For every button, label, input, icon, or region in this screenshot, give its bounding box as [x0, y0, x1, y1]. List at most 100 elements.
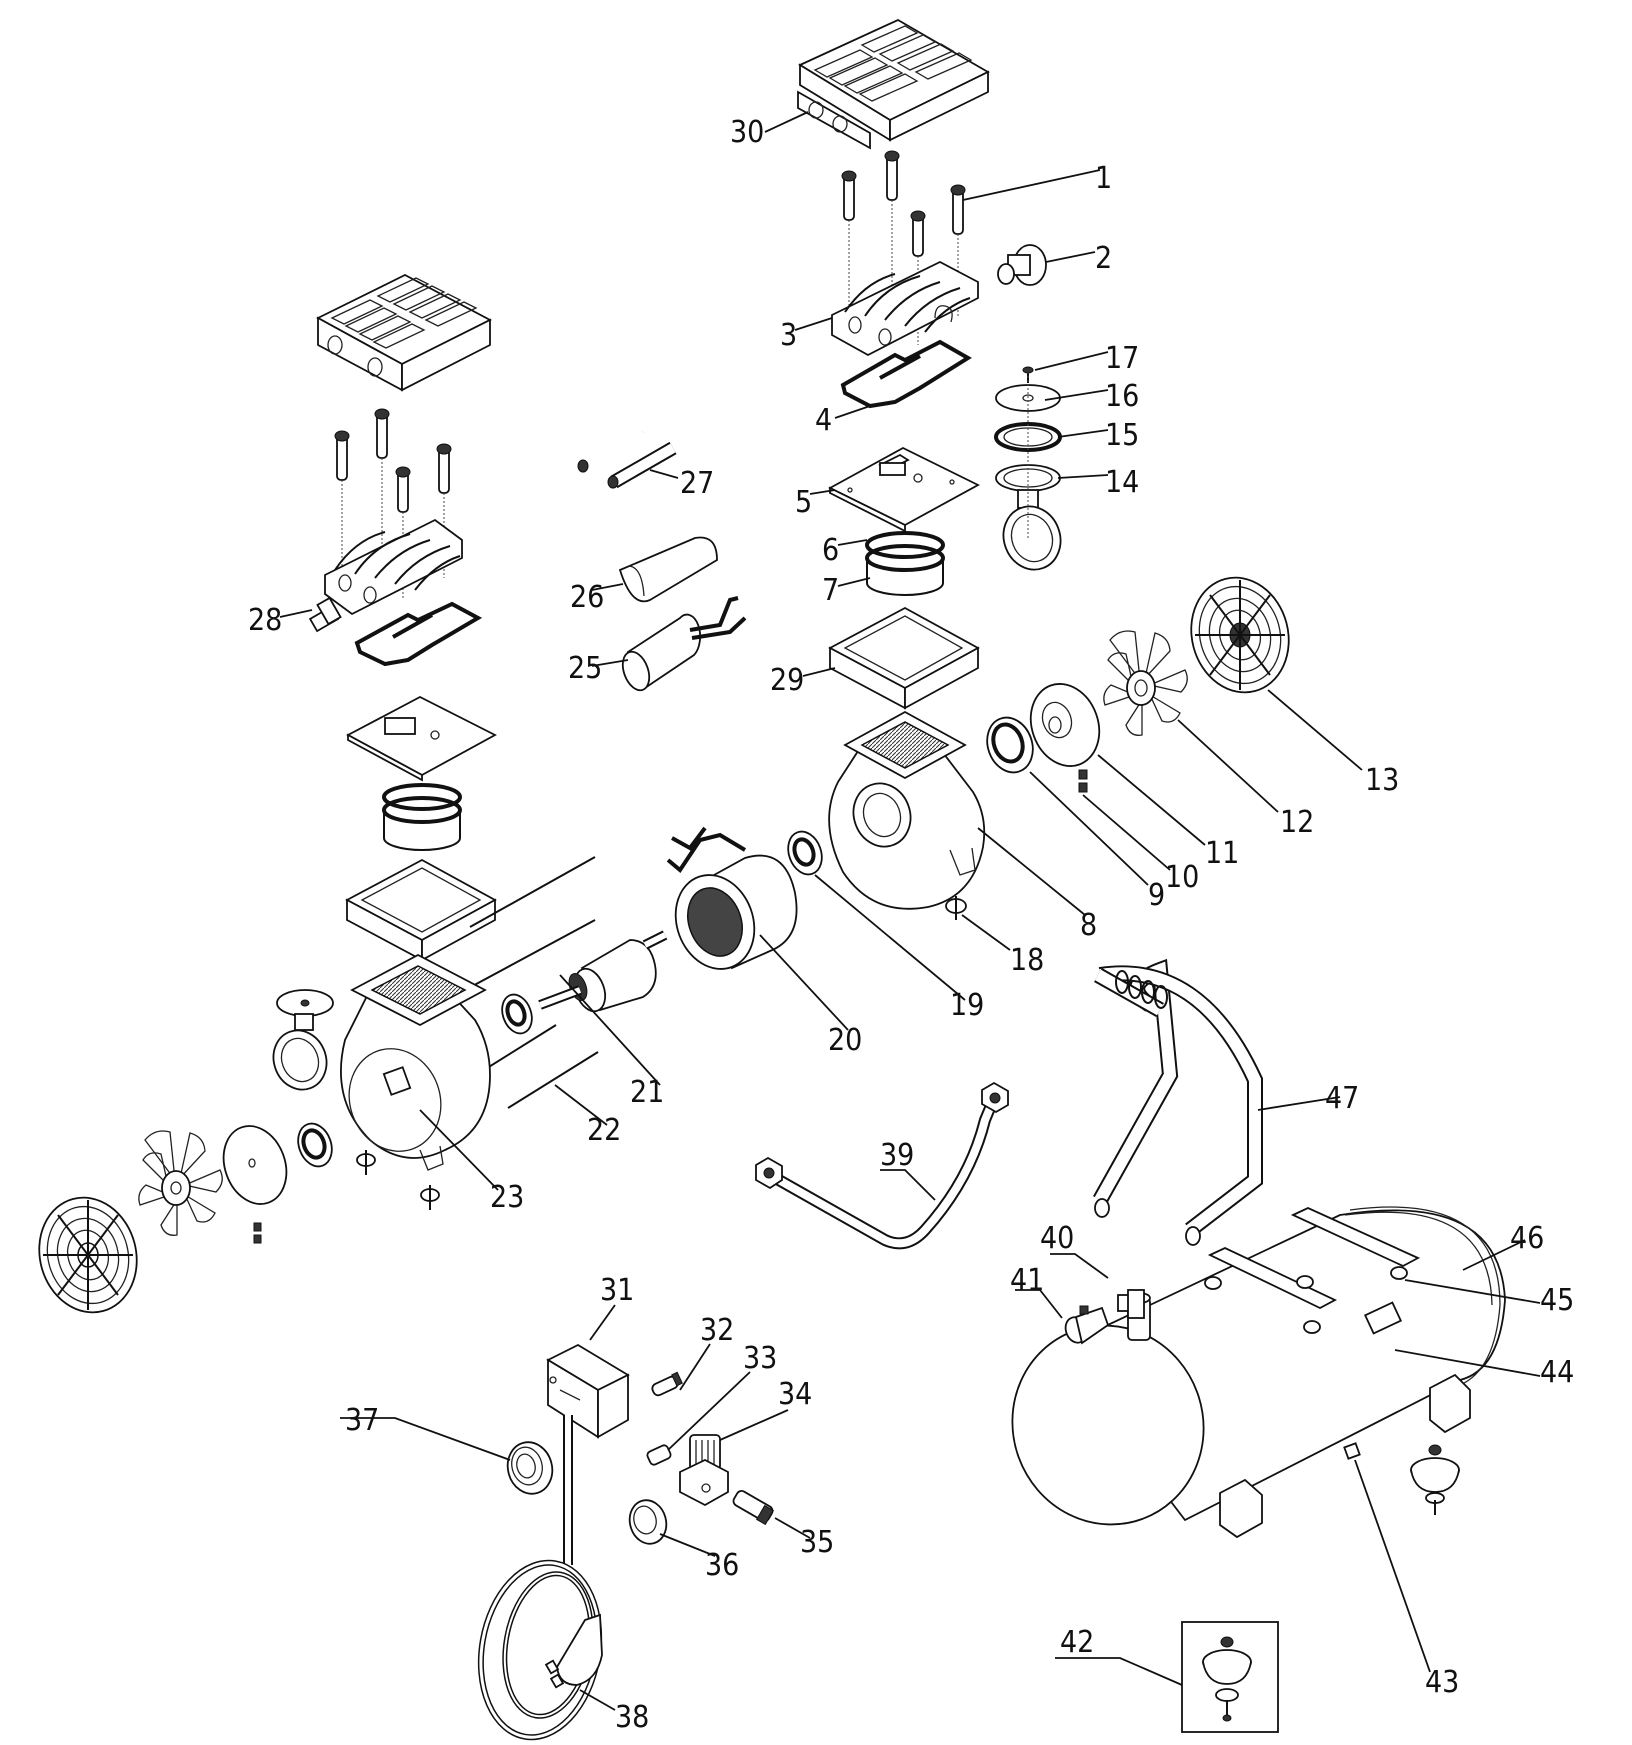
- leader-line-39: [880, 1169, 936, 1201]
- callout-labels: 1234567891011121314151617181920212223252…: [248, 115, 1574, 1735]
- leader-line-19: [814, 874, 966, 1001]
- callout-label-10: 10: [1165, 860, 1199, 895]
- leader-line-32: [679, 1343, 711, 1391]
- regulator-34: [679, 1434, 729, 1507]
- cylinder-7-ring-6: [865, 531, 945, 596]
- pressure-gauge-37: [506, 1441, 554, 1495]
- valve-plate-5: [828, 446, 980, 533]
- valve-plate-left: [346, 695, 497, 782]
- callout-label-6: 6: [822, 533, 839, 568]
- callout-label-5: 5: [795, 485, 812, 520]
- fan-cover-13: [1190, 576, 1290, 694]
- leader-line-34: [719, 1409, 789, 1441]
- fan-cover-left: [38, 1196, 138, 1314]
- relief-valve-32: [651, 1371, 683, 1397]
- leader-line-38: [579, 1689, 616, 1711]
- leader-line-37: [340, 1417, 511, 1461]
- leader-line-30: [764, 111, 809, 133]
- leader-lines: [279, 111, 1541, 1711]
- head-bolts-left: [334, 408, 452, 600]
- leader-line-3: [794, 317, 833, 331]
- callout-label-17: 17: [1105, 341, 1139, 376]
- leader-line-47: [1257, 1096, 1341, 1111]
- leader-line-27: [649, 469, 679, 479]
- leader-line-17: [1034, 351, 1109, 371]
- leader-line-11: [1097, 754, 1206, 846]
- callout-label-40: 40: [1040, 1221, 1074, 1256]
- leader-line-45: [1404, 1279, 1541, 1304]
- callout-label-44: 44: [1540, 1355, 1574, 1390]
- leader-line-43: [1354, 1459, 1431, 1673]
- callout-label-15: 15: [1105, 418, 1139, 453]
- set-screws-left: [253, 1222, 262, 1244]
- capacitor-clamp-26: [618, 536, 718, 603]
- bearing-9: [986, 716, 1034, 774]
- callout-label-32: 32: [700, 1313, 734, 1348]
- leader-line-40: [1050, 1253, 1109, 1279]
- drain-valve-41: [1064, 1305, 1110, 1345]
- callout-label-23: 23: [490, 1180, 524, 1215]
- capacitor-25: [621, 596, 747, 692]
- head-cover-30: [797, 18, 990, 150]
- leader-line-4: [834, 405, 871, 419]
- callout-label-18: 18: [1010, 943, 1044, 978]
- eccentric-disc-left: [222, 1125, 288, 1205]
- leader-line-35: [774, 1517, 811, 1539]
- leader-line-16: [1044, 389, 1109, 401]
- cylinder-base-left: [345, 858, 497, 962]
- rotor-21: [538, 930, 668, 1013]
- set-screws-10: [1078, 769, 1088, 793]
- power-cord-38: [477, 1415, 603, 1741]
- callout-label-13: 13: [1365, 763, 1399, 798]
- cylinder-sleeve-left: [382, 783, 462, 851]
- callout-label-38: 38: [615, 1700, 649, 1735]
- leader-line-25: [591, 659, 629, 667]
- leader-line-33: [667, 1371, 751, 1451]
- piston-assembly-14-17: [994, 366, 1062, 571]
- callout-label-45: 45: [1540, 1283, 1574, 1318]
- leader-line-22: [554, 1084, 608, 1126]
- cylinder-head-left: [324, 518, 463, 616]
- fan-12: [1103, 630, 1188, 736]
- callout-label-9: 9: [1148, 878, 1165, 913]
- callout-label-33: 33: [743, 1341, 777, 1376]
- callout-label-20: 20: [828, 1023, 862, 1058]
- leader-line-6: [837, 539, 868, 546]
- head-bolts-1: [841, 150, 966, 345]
- callout-label-26: 26: [570, 580, 604, 615]
- leader-line-2: [1045, 251, 1096, 263]
- leader-line-28: [279, 609, 313, 618]
- bearing-19: [787, 830, 823, 876]
- crankcase-right-8: [828, 710, 986, 910]
- callout-label-19: 19: [950, 988, 984, 1023]
- leader-line-36: [659, 1533, 716, 1557]
- nipple-33: [646, 1444, 672, 1466]
- cylinder-base-29: [828, 606, 980, 710]
- callout-label-3: 3: [780, 318, 797, 353]
- callout-label-47: 47: [1325, 1081, 1359, 1116]
- callout-label-39: 39: [880, 1138, 914, 1173]
- head-gasket-left: [354, 601, 483, 667]
- leader-line-46: [1462, 1239, 1526, 1271]
- callout-label-35: 35: [800, 1525, 834, 1560]
- cylinder-head-3: [831, 260, 979, 357]
- fan-24: [138, 1130, 223, 1236]
- callout-label-11: 11: [1205, 836, 1239, 871]
- callout-label-8: 8: [1080, 908, 1097, 943]
- callout-label-37: 37: [345, 1403, 379, 1438]
- callout-label-12: 12: [1280, 805, 1314, 840]
- callout-label-42: 42: [1060, 1625, 1094, 1660]
- crankcase-left-23: [340, 953, 491, 1171]
- callout-label-1: 1: [1095, 161, 1112, 196]
- quick-coupler-35: [732, 1490, 775, 1526]
- callout-label-29: 29: [770, 663, 804, 698]
- fitting-2: [997, 244, 1047, 286]
- leader-line-5: [809, 489, 836, 495]
- callout-label-34: 34: [778, 1377, 812, 1412]
- callout-label-22: 22: [587, 1113, 621, 1148]
- callout-label-4: 4: [815, 403, 832, 438]
- leader-line-1: [962, 169, 1101, 201]
- callout-label-31: 31: [600, 1273, 634, 1308]
- leader-line-23: [419, 1109, 499, 1191]
